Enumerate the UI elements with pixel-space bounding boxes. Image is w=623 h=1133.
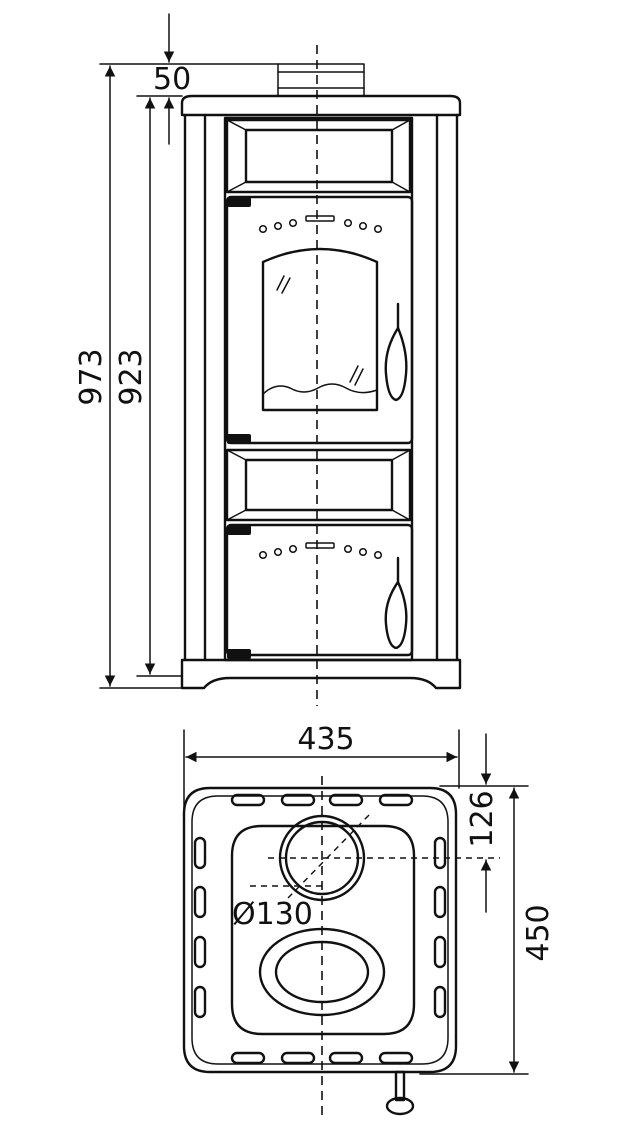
- side-pillars: [183, 113, 459, 662]
- top-view: [182, 776, 500, 1120]
- dim-depth: 450: [521, 904, 556, 961]
- vent-slots-bottom: [230, 1051, 414, 1065]
- top-view-handle: [385, 1070, 415, 1116]
- firebox-plate: [230, 824, 416, 1036]
- fire-door: [225, 195, 414, 445]
- vent-slots-left: [193, 836, 207, 1019]
- door-glass: [261, 247, 379, 412]
- front-dimensions: 50 973 923: [74, 13, 279, 689]
- dim-top-offset: 50: [153, 62, 191, 97]
- front-view: [180, 45, 462, 706]
- dim-flue-offset: 126: [465, 790, 500, 847]
- hinge-top: [227, 197, 251, 207]
- dim-flue-diameter: Ø130: [232, 897, 313, 932]
- dim-width: 435: [297, 722, 354, 757]
- middle-decorative-panel: [225, 448, 412, 522]
- top-cap: [180, 94, 462, 117]
- dim-body-height: 923: [114, 348, 149, 405]
- hinge-bottom: [227, 434, 251, 444]
- flue-collar: [277, 63, 365, 97]
- top-dimensions: 435 450 126 Ø130: [183, 722, 556, 1075]
- top-outline: [182, 786, 458, 1074]
- upper-decorative-panel: [225, 118, 412, 194]
- diameter-leader: [287, 813, 371, 899]
- vent-slots-top: [230, 793, 414, 807]
- ash-door: [225, 523, 414, 659]
- dim-total-height: 973: [74, 348, 109, 405]
- stove-base: [180, 658, 462, 690]
- vent-slots-right: [433, 836, 447, 1019]
